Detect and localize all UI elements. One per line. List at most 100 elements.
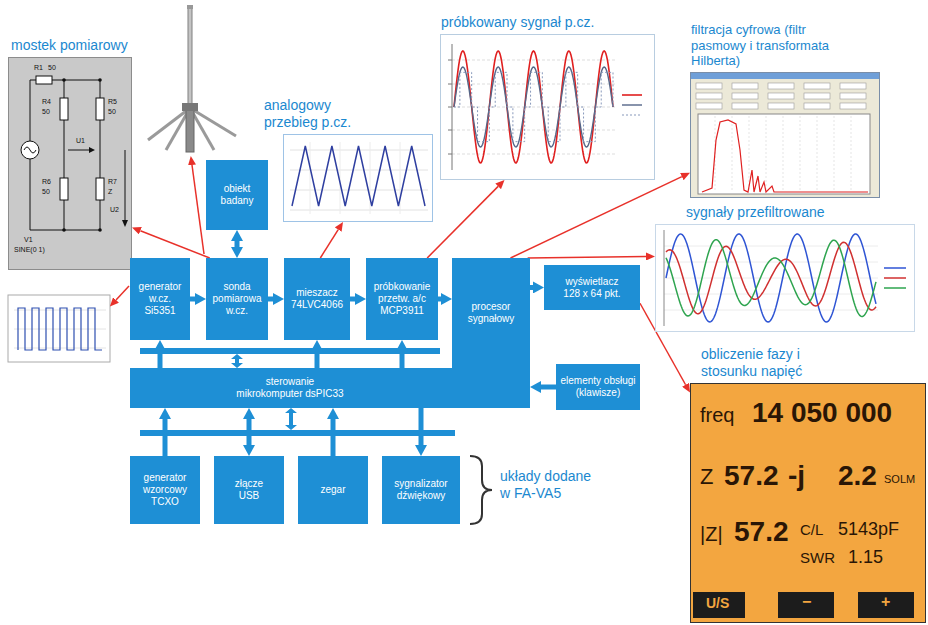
- panel-heading: mostek pomiarowy: [11, 37, 151, 54]
- callout-arrow: [140, 231, 209, 258]
- resistor-symbol: [36, 76, 52, 84]
- display-readout: 1.15: [848, 548, 883, 566]
- lcd-ground: [690, 383, 926, 623]
- grid-line: [664, 262, 878, 263]
- display-readout: Z: [700, 466, 713, 488]
- voltage-arrow: [68, 150, 90, 151]
- junction-dot: [62, 228, 66, 232]
- schematic-ground: [8, 57, 132, 270]
- plot-ground: [440, 34, 655, 180]
- grid-line: [834, 116, 835, 192]
- bus-arrow: [331, 419, 336, 456]
- voltage-arrow: [122, 220, 128, 227]
- grid-line: [452, 84, 615, 85]
- grid-line: [290, 190, 428, 191]
- signal-curve: [454, 67, 613, 147]
- square-wave: [18, 308, 102, 350]
- form-field: [768, 83, 794, 89]
- voltage-arrow: [125, 150, 126, 221]
- display-readout: 57.2: [724, 462, 779, 490]
- triangle-wave: [292, 146, 425, 206]
- grid-line: [310, 142, 311, 214]
- grid-line: [664, 246, 878, 247]
- box-label: próbkowanie przetw. a/c MCP3911: [369, 281, 435, 317]
- bus-arrow: [268, 297, 273, 302]
- source-symbol: [21, 141, 39, 159]
- antenna-joint: [182, 103, 198, 111]
- window-titlebar: [690, 72, 880, 79]
- component-value: 50: [48, 64, 56, 71]
- window-ground: [690, 72, 880, 198]
- form-field: [732, 93, 758, 99]
- box-label: obiekt badany: [209, 183, 265, 207]
- bracket-note: układy dodane w FA-VA5: [500, 468, 600, 502]
- bus-arrow: [350, 297, 355, 302]
- bus-arrow: [247, 419, 252, 445]
- form-field: [804, 93, 830, 99]
- screenshot-panel: filtracja cyfrowa (filtr pasmowy i trans…: [690, 72, 880, 198]
- antenna-base: [186, 104, 194, 152]
- antenna-mast: [188, 8, 192, 108]
- plot-ground: [8, 295, 110, 362]
- bus-arrow: [285, 408, 297, 430]
- display-readout: 14 050 000: [752, 399, 892, 427]
- callout-arrow: [511, 177, 682, 258]
- voltage-arrow: [89, 147, 95, 153]
- junction-dot: [62, 78, 66, 82]
- component-value: Z: [108, 188, 112, 195]
- display-readout: SWR: [800, 550, 835, 565]
- source-symbol: [24, 147, 36, 153]
- form-field: [840, 103, 866, 109]
- axis-tick: [448, 154, 452, 155]
- grid-line: [766, 116, 767, 192]
- component-label: R6: [42, 178, 51, 185]
- legend-sample: [622, 115, 642, 116]
- bus-arrow: [190, 297, 195, 302]
- bus-arrow: [315, 351, 320, 368]
- panel-heading: sygnały przefiltrowane: [686, 204, 886, 221]
- display-readout: 5143pF: [838, 520, 899, 538]
- box-label: generator w.cz. Si5351: [133, 281, 187, 317]
- plot-ground: [283, 134, 433, 222]
- grid-line: [800, 116, 801, 192]
- grid-line: [664, 310, 878, 311]
- box-label: procesor sygnałowy: [456, 301, 526, 325]
- box-label: zegar: [320, 484, 345, 496]
- axis-tick: [448, 84, 452, 85]
- controller-band: sterowanie mikrokomputer dsPIC33: [130, 368, 530, 408]
- panel-heading: próbkowany sygnał p.cz.: [441, 14, 671, 31]
- process-box: próbkowanie przetw. a/c MCP3911: [366, 258, 438, 340]
- button-label: +: [881, 594, 890, 610]
- box-label: sygnalizator dźwiękowy: [385, 478, 457, 502]
- bus-arrow: [163, 419, 168, 456]
- form-field: [732, 83, 758, 89]
- callout-arrow: [320, 230, 338, 258]
- component-label: R1: [34, 64, 43, 71]
- bus-arrow: [235, 241, 240, 247]
- display-readout: 2.2: [838, 462, 877, 490]
- plot-ground: [655, 224, 915, 332]
- form-field: [696, 83, 722, 89]
- resistor-symbol: [96, 98, 104, 120]
- process-box: sygnalizator dźwiękowy: [382, 456, 460, 524]
- junction-dot: [98, 228, 102, 232]
- bus-bar: [140, 430, 455, 436]
- pointer-line: [192, 165, 204, 254]
- form-field: [768, 93, 794, 99]
- antenna-radial: [190, 108, 236, 136]
- lcd-button: [858, 592, 914, 618]
- lcd-button: [693, 592, 745, 618]
- voltage-label: U2: [110, 206, 119, 213]
- display-readout: -j: [788, 462, 805, 490]
- plot-ground: [698, 114, 870, 194]
- component-label: R7: [108, 178, 117, 185]
- antenna-tip: [187, 5, 193, 9]
- wire: [30, 80, 31, 141]
- process-box: mieszacz 74LVC4066: [284, 258, 350, 340]
- process-box: wyświetlacz 128 x 64 pkt.: [544, 265, 640, 310]
- bus-arrow: [541, 385, 556, 390]
- process-box: złącze USB: [214, 456, 284, 524]
- component-value: SINE(0 1): [14, 246, 45, 253]
- process-box: zegar: [298, 456, 368, 524]
- grid-line: [732, 116, 733, 192]
